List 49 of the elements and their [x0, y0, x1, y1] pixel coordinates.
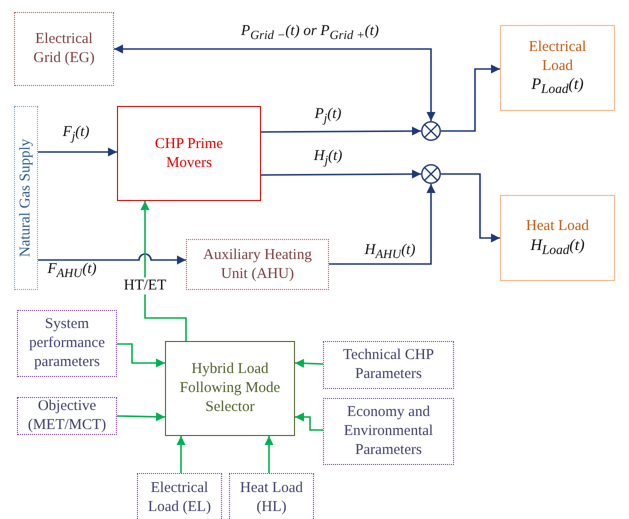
grid-box: [14, 12, 114, 86]
node-label: Heat Load: [526, 217, 589, 236]
formula-label: H$_{Load}$(t): [530, 236, 585, 259]
arrow: [261, 170, 421, 179]
summing-junction: [421, 121, 441, 141]
input-box: [323, 341, 454, 389]
arrow: [441, 173, 500, 242]
arrow: [176, 436, 186, 473]
input-box: [17, 397, 117, 435]
node-label: Natural Gas Supply: [16, 138, 35, 258]
arrow: [38, 148, 117, 156]
node-label: CHP Prime Movers: [154, 134, 224, 172]
edge-label: P$_{j}$(t): [312, 106, 344, 126]
process-box: [186, 239, 329, 290]
node-label: Electrical Load (EL): [147, 479, 212, 517]
edge-label: HT/ET: [122, 278, 168, 294]
input-box: [137, 473, 222, 519]
arrow: [329, 184, 436, 265]
load-box: [500, 25, 615, 111]
edge-label: F$_{j}$(t): [60, 124, 92, 144]
node-label: Electrical Load: [528, 38, 588, 76]
node-label: Technical CHP Parameters: [342, 346, 435, 384]
selector-box: [165, 341, 295, 436]
input-box: [17, 310, 117, 377]
node-label: Hybrid Load Following Mode Selector: [178, 360, 282, 417]
process-box: [117, 106, 261, 201]
edge-label: H$_{j}$(t): [312, 148, 344, 168]
arrow: [140, 201, 187, 341]
node-label: Heat Load (HL): [239, 479, 304, 517]
node-label: Economy and Environmental Parameters: [342, 403, 434, 460]
load-box: [500, 195, 615, 281]
arrow: [117, 343, 165, 368]
arrow: [441, 64, 500, 132]
summing-junction: [421, 164, 441, 184]
arrow: [264, 436, 274, 473]
node-label: Electrical Grid (EG): [32, 30, 96, 68]
input-box: [229, 473, 314, 519]
arrow: [294, 358, 324, 368]
supply-box: [14, 106, 38, 290]
formula-label: P$_{Load}$(t): [531, 75, 584, 98]
input-box: [323, 398, 454, 465]
node-label: Auxiliary Heating Unit (AHU): [202, 246, 313, 284]
arrow: [38, 253, 186, 264]
node-label: Objective (MET/MCT): [26, 397, 108, 435]
arrow: [295, 412, 323, 431]
arrow: [116, 412, 166, 422]
arrow: [261, 126, 421, 136]
node-label: System performance parameters: [28, 315, 106, 372]
arrow: [114, 44, 436, 121]
